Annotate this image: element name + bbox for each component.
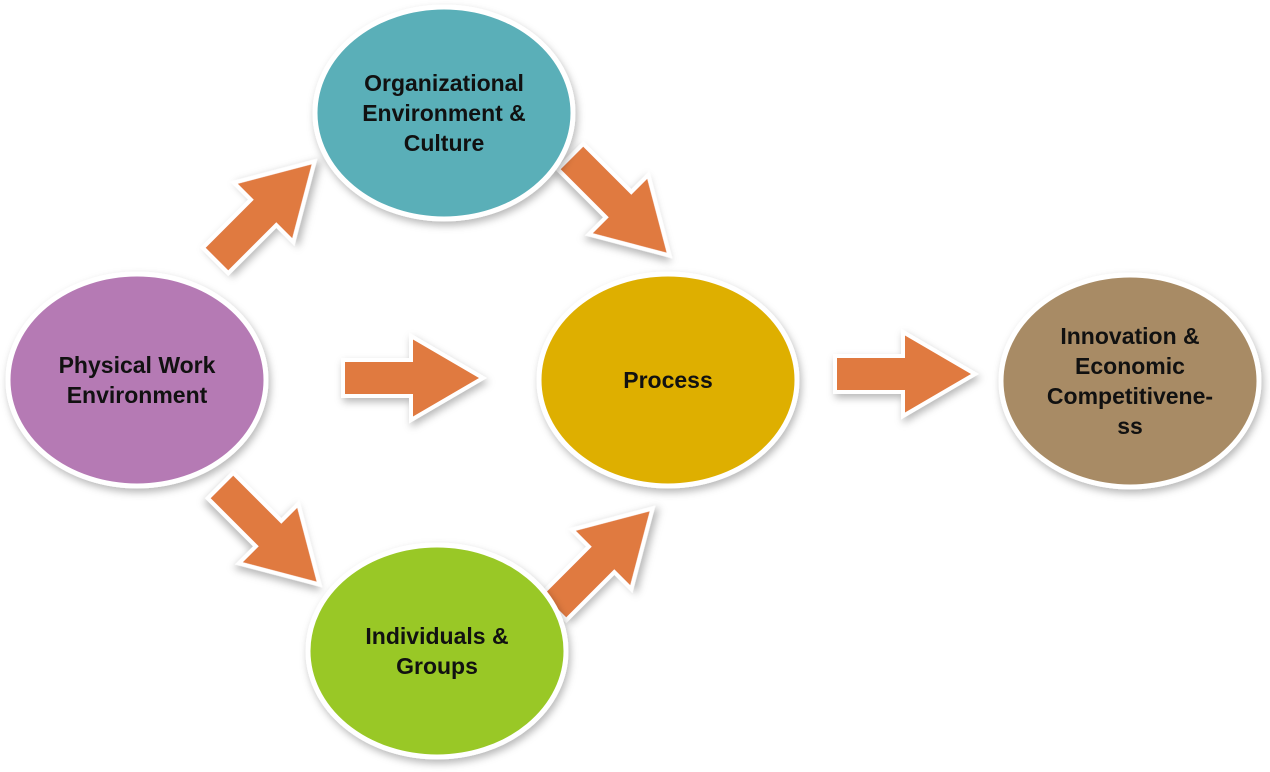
arrow-physical-to-individuals: [191, 456, 349, 614]
node-individuals-groups: [305, 542, 569, 760]
node-physical-work-environment: [5, 271, 269, 489]
node-innovation: [998, 272, 1262, 490]
node-organizational-environment: [312, 4, 576, 222]
arrow-physical-to-process: [341, 334, 485, 422]
arrow-physical-to-organizational: [186, 132, 344, 290]
arrow-process-to-innovation: [833, 330, 977, 418]
node-process: [536, 271, 800, 489]
